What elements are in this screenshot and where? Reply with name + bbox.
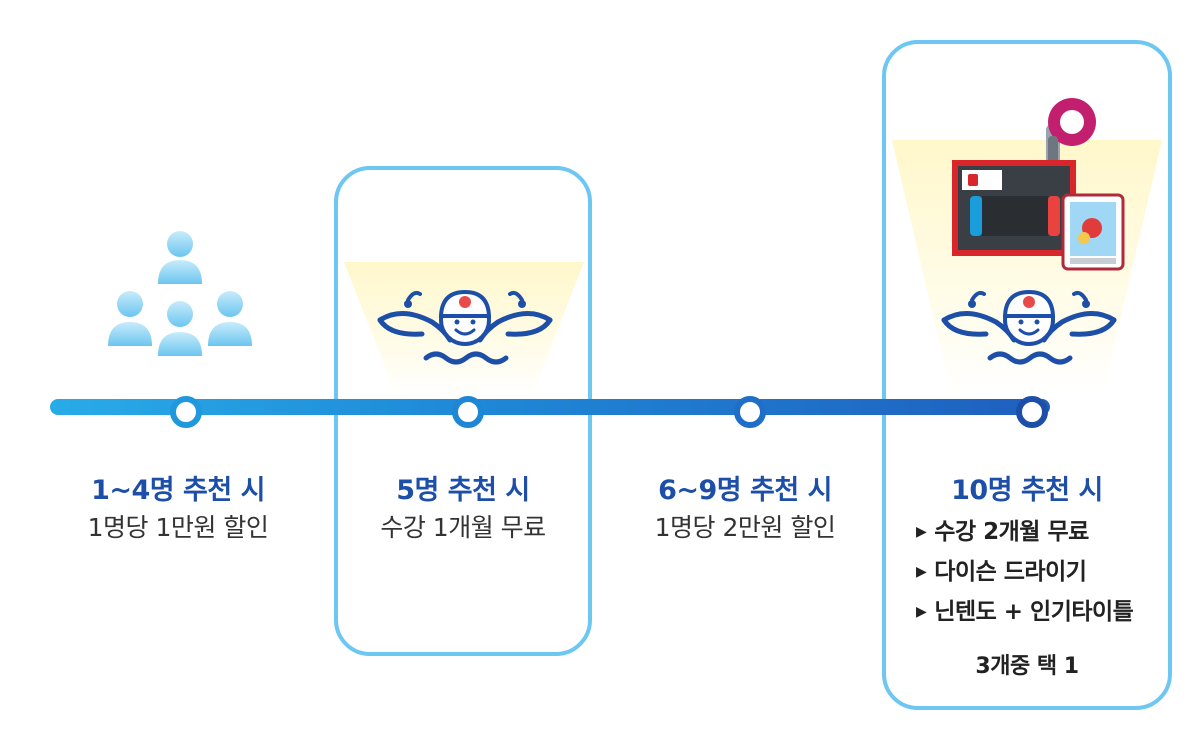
game-title-case-icon xyxy=(1061,193,1125,271)
triangle-bullet-icon: ▶ xyxy=(916,524,927,540)
timeline-node-4 xyxy=(1016,396,1048,428)
timeline-node-3 xyxy=(734,396,766,428)
option-label: 닌텐도 + 인기타이틀 xyxy=(934,599,1134,625)
tier-3-heading: 6~9명 추천 시 xyxy=(658,475,832,506)
timeline-node-2 xyxy=(452,396,484,428)
choice-note: 3개중 택 1 xyxy=(975,654,1079,679)
game-console-box-icon xyxy=(952,160,1076,256)
triangle-bullet-icon: ▶ xyxy=(916,604,927,620)
tier-3-benefit: 1명당 2만원 할인 xyxy=(654,513,836,542)
swimmer-mascot-icon xyxy=(377,289,553,365)
list-item: ▶ 닌텐도 + 인기타이틀 xyxy=(916,594,1166,634)
tier-2-heading: 5명 추천 시 xyxy=(396,475,530,506)
timeline-bar xyxy=(50,399,1050,415)
option-label: 다이슨 드라이기 xyxy=(934,559,1087,585)
tier-4-option-list: ▶ 수강 2개월 무료 ▶ 다이슨 드라이기 ▶ 닌텐도 + 인기타이틀 xyxy=(916,514,1166,634)
list-item: ▶ 수강 2개월 무료 xyxy=(916,514,1166,554)
tier-2-benefit: 수강 1개월 무료 xyxy=(380,513,546,542)
list-item: ▶ 다이슨 드라이기 xyxy=(916,554,1166,594)
tier-1-benefit: 1명당 1만원 할인 xyxy=(87,513,269,542)
tier-4-heading: 10명 추천 시 xyxy=(951,475,1103,506)
option-label: 수강 2개월 무료 xyxy=(934,519,1089,545)
tier-1-heading: 1~4명 추천 시 xyxy=(91,475,265,506)
triangle-bullet-icon: ▶ xyxy=(916,564,927,580)
people-group-icon xyxy=(108,231,252,356)
tier-10-highlight-frame xyxy=(882,40,1172,710)
swimmer-mascot-icon xyxy=(941,289,1117,365)
timeline-node-1 xyxy=(170,396,202,428)
